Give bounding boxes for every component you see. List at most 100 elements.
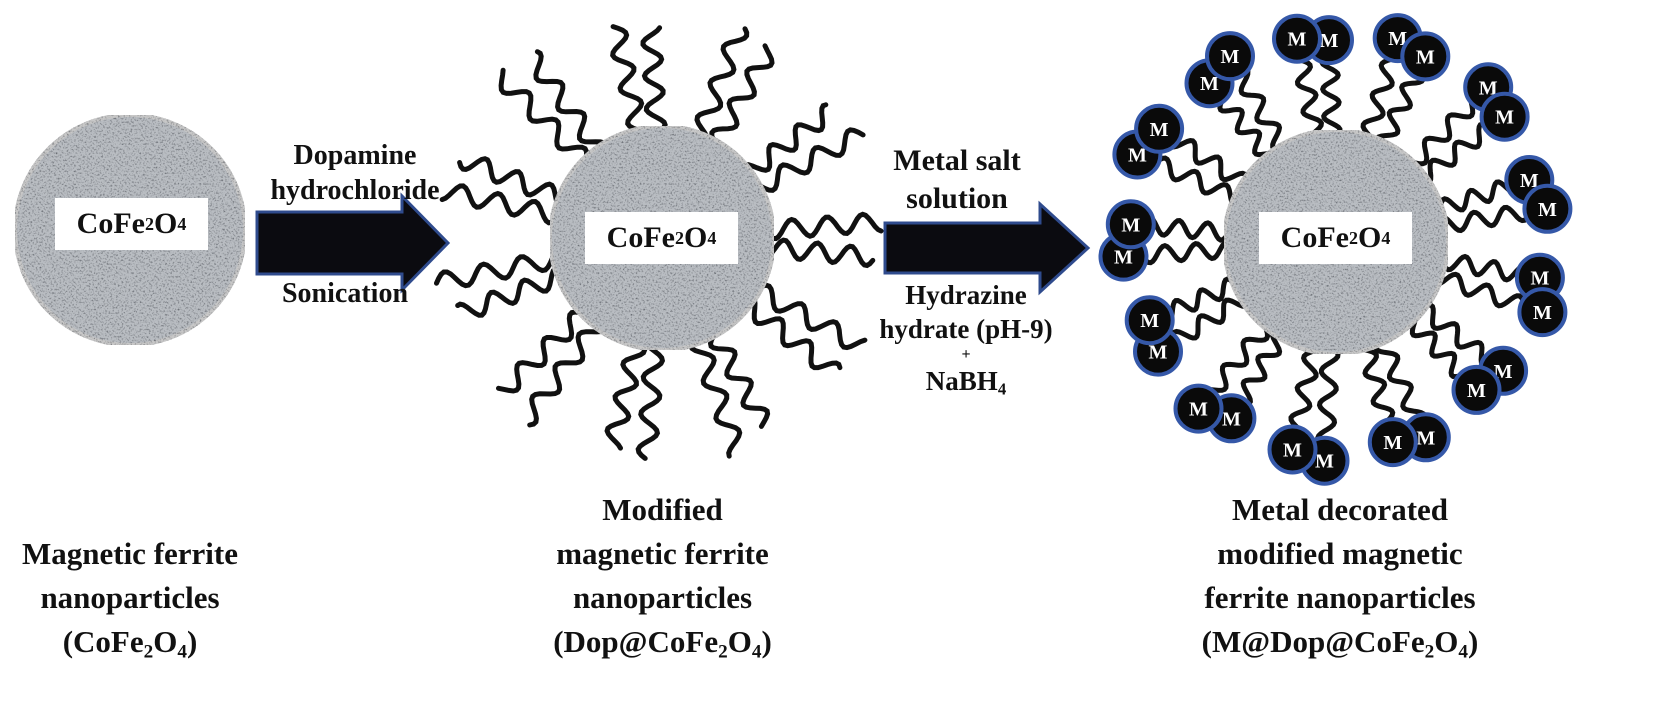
dopamine-chain [439, 183, 562, 226]
metal-sphere-circle [1105, 199, 1156, 250]
dopamine-chain [1420, 121, 1488, 186]
dopamine-chains-2 [434, 24, 884, 461]
metal-symbol: M [1538, 199, 1557, 221]
metal-symbol: M [1416, 427, 1435, 449]
dopamine-chain [748, 127, 866, 193]
metal-symbol: M [1520, 170, 1539, 192]
dopamine-chain [1168, 276, 1244, 322]
metal-symbol: M [1494, 361, 1513, 383]
reaction-arrow-1 [255, 192, 451, 294]
dopamine-chain [496, 309, 593, 394]
metal-sphere: M [1267, 424, 1318, 475]
dopamine-chain [746, 294, 843, 371]
dopamine-chain [1401, 95, 1476, 167]
dopamine-chain [1435, 179, 1515, 219]
dopamine-chain [763, 237, 876, 269]
metal-symbol: M [1288, 29, 1307, 51]
dopamine-chain [1354, 342, 1396, 426]
dopamine-chain [635, 339, 666, 461]
dopamine-chain [527, 324, 609, 428]
dopamine-chain [1238, 67, 1287, 154]
dopamine-chain [457, 156, 564, 211]
dopamine-chain [1373, 334, 1428, 419]
dopamine-chain [1141, 239, 1234, 266]
dopamine-chain [739, 102, 829, 173]
metal-symbol: M [1315, 451, 1334, 473]
dopamine-chain [1240, 328, 1283, 407]
metal-symbol: M [1140, 310, 1159, 332]
metal-symbol: M [1200, 73, 1219, 95]
dopamine-chain [1409, 310, 1466, 380]
dopamine-chain [1319, 57, 1343, 140]
metal-symbol: M [1479, 77, 1498, 99]
metal-sphere: M [1522, 183, 1573, 234]
metal-symbol: M [1149, 342, 1168, 364]
dopamine-chain [1169, 138, 1249, 190]
dopamine-chain [1430, 271, 1527, 309]
metal-sphere-circle [1134, 103, 1185, 154]
metal-sphere-circle [1173, 383, 1224, 434]
metal-sphere-circle [1267, 424, 1318, 475]
metal-sphere-circle [1517, 287, 1568, 338]
dopamine-chain [640, 25, 668, 136]
dopamine-chain [1414, 302, 1485, 368]
caption-middle: Modified magnetic ferrite nanoparticles … [553, 492, 772, 663]
metal-sphere-circle [1205, 31, 1255, 82]
dopamine-chain [1288, 343, 1325, 434]
dopamine-chain [707, 324, 771, 429]
metal-sphere-circle [1124, 295, 1175, 346]
dopamine-chain [1153, 155, 1240, 209]
dopamine-chain [1170, 297, 1252, 341]
step2-condition-label: Hydrazine hydrate (pH-9) + NaBH4 [879, 280, 1053, 399]
metal-symbol: M [1222, 408, 1241, 430]
metal-sphere: M [1272, 13, 1322, 64]
dopamine-chain [1436, 204, 1531, 234]
dopamine-chain [434, 247, 560, 289]
metal-symbol: M [1495, 107, 1514, 129]
dopamine-chain [764, 211, 884, 242]
dopamine-chain [610, 24, 650, 137]
metal-sphere: M [1517, 287, 1568, 338]
dopamine-chain [1148, 215, 1235, 243]
metal-symbol: M [1221, 46, 1240, 68]
metal-sphere-circle [1522, 183, 1573, 234]
metal-symbol: M [1121, 214, 1140, 236]
dopamine-chain [1294, 56, 1325, 143]
dopamine-chain [694, 26, 750, 146]
metal-symbol: M [1388, 28, 1407, 50]
metal-symbol: M [1533, 302, 1552, 324]
metal-symbol: M [1320, 30, 1339, 52]
dopamine-chain [1360, 55, 1398, 147]
metal-sphere-circle [1451, 364, 1502, 415]
metal-symbol: M [1189, 399, 1208, 421]
dopamine-chain [1204, 316, 1271, 393]
dopamine-chain [1315, 344, 1341, 443]
dopamine-chain [498, 67, 590, 169]
metal-symbol: M [1467, 380, 1486, 402]
dopamine-chain [533, 49, 609, 152]
metal-symbol: M [1114, 247, 1133, 269]
dopamine-chains-3 [1141, 55, 1531, 443]
metal-symbol: M [1283, 440, 1302, 462]
caption-right: Metal decorated modified magnetic ferrit… [1201, 492, 1479, 663]
metal-symbol: M [1530, 268, 1549, 290]
metal-sphere: M [1105, 199, 1156, 250]
metal-sphere: M [1400, 31, 1451, 82]
metal-symbol: M [1150, 119, 1169, 141]
metal-symbol: M [1416, 46, 1435, 68]
dopamine-chain [750, 282, 868, 351]
metal-sphere: M [1205, 31, 1255, 82]
dopamine-chain [687, 335, 743, 459]
metal-sphere: M [1367, 417, 1418, 468]
metal-sphere: M [1479, 91, 1530, 142]
metal-sphere: M [1451, 364, 1502, 415]
metal-sphere: M [1134, 103, 1185, 154]
dopamine-chain [1437, 252, 1524, 283]
metal-sphere: M [1173, 383, 1224, 434]
step1-condition-label: Sonication [281, 278, 409, 309]
